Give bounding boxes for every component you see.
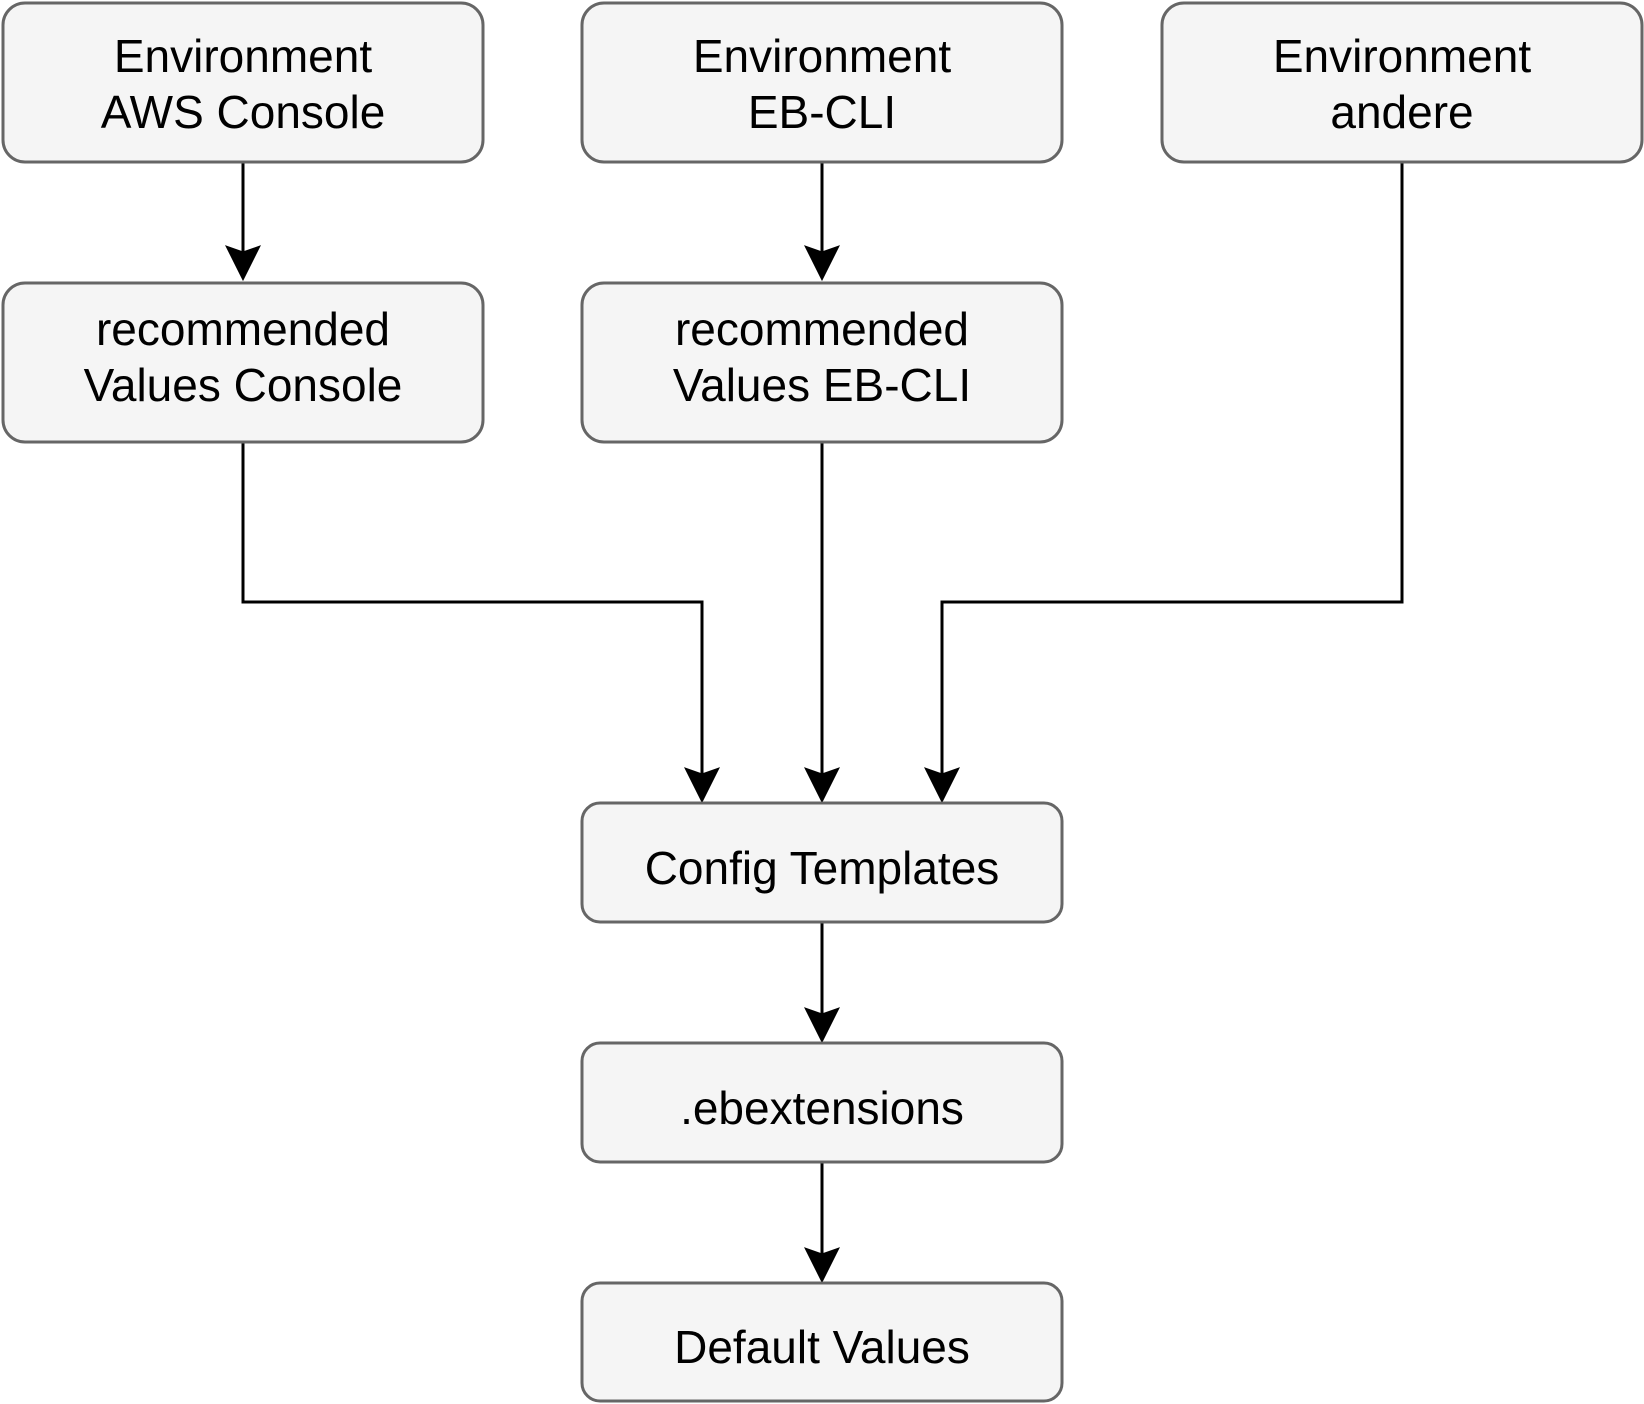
node-recommended-values-console: recommended Values Console <box>1 281 485 444</box>
node-line-1: Environment <box>114 30 372 82</box>
edge-rec-console-to-config-templates <box>241 442 721 804</box>
edge-ebextensions-to-default-values <box>803 1162 841 1284</box>
node-label: Config Templates <box>645 842 1000 894</box>
edge-env-other-to-config-templates <box>923 162 1404 804</box>
node-line-1: Environment <box>1273 30 1531 82</box>
node-config-templates: Config Templates <box>580 801 1064 924</box>
node-line-1: Environment <box>693 30 951 82</box>
node-environment-eb-cli: Environment EB-CLI <box>580 1 1064 164</box>
edge-env-ebcli-to-rec-ebcli <box>803 162 841 282</box>
node-default-values: Default Values <box>580 1281 1064 1403</box>
node-line-2: andere <box>1330 86 1473 138</box>
node-label: Default Values <box>674 1321 970 1373</box>
node-environment-aws-console: Environment AWS Console <box>1 1 485 164</box>
node-recommended-values-eb-cli: recommended Values EB-CLI <box>580 281 1064 444</box>
node-line-1: recommended <box>675 303 969 355</box>
node-line-1: recommended <box>96 303 390 355</box>
node-label: .ebextensions <box>680 1082 964 1134</box>
edge-config-templates-to-ebextensions <box>803 922 841 1044</box>
node-line-2: Values Console <box>84 359 403 411</box>
node-line-2: Values EB-CLI <box>673 359 971 411</box>
node-line-2: AWS Console <box>101 86 386 138</box>
node-ebextensions: .ebextensions <box>580 1041 1064 1164</box>
node-environment-andere: Environment andere <box>1160 1 1644 164</box>
edge-env-console-to-rec-console <box>224 162 262 282</box>
edge-rec-ebcli-to-config-templates <box>803 442 841 804</box>
node-line-2: EB-CLI <box>748 86 896 138</box>
edges <box>224 162 1404 1284</box>
